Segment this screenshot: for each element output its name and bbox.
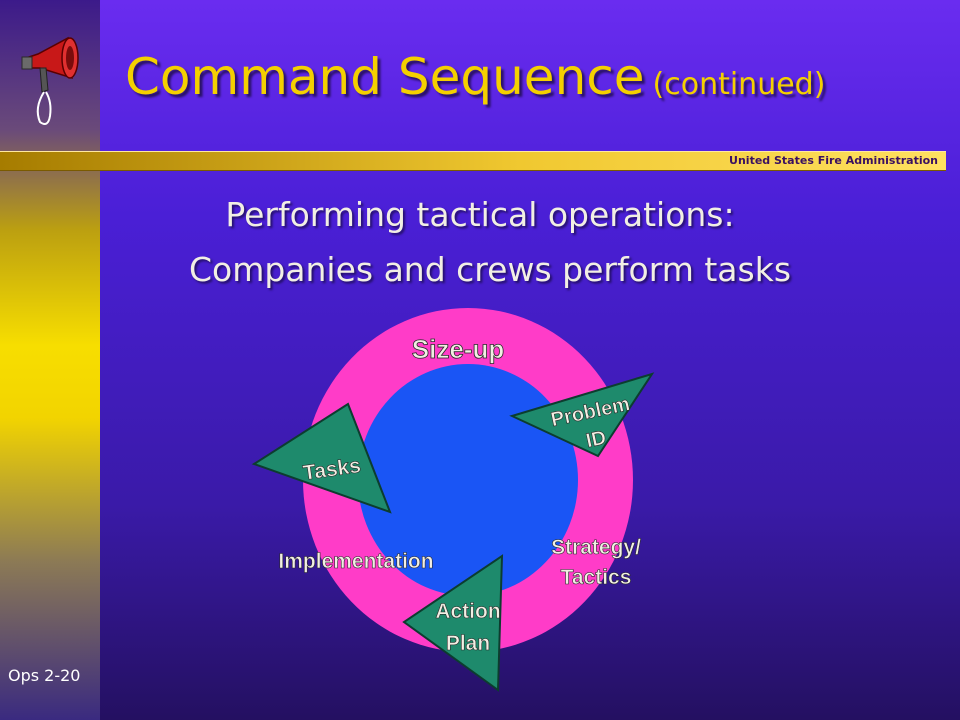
slide-title: Command Sequence(continued) — [125, 48, 825, 106]
title-main: Command Sequence — [125, 48, 645, 106]
label-strategy: Strategy/ — [551, 536, 641, 559]
label-plan: Plan — [446, 632, 490, 655]
label-id: ID — [584, 427, 608, 453]
label-size-up: Size-up — [412, 334, 504, 364]
label-tactics: Tactics — [561, 566, 632, 589]
megaphone-icon — [21, 36, 79, 125]
organization-banner: United States Fire Administration — [0, 151, 946, 171]
arrow-action — [402, 554, 504, 692]
body-line-2: Companies and crews perform tasks — [188, 250, 792, 289]
sidebar: Ops 2-20 — [0, 0, 100, 720]
arrow-problem — [509, 372, 655, 458]
body-line-1: Performing tactical operations: — [225, 195, 735, 234]
title-suffix: (continued) — [652, 67, 826, 102]
organization-name: United States Fire Administration — [729, 154, 938, 167]
page-number: Ops 2-20 — [8, 666, 81, 685]
arrow-tasks — [251, 402, 392, 514]
label-implementation: Implementation — [278, 550, 433, 573]
command-cycle-diagram: Size-up Problem ID Strategy/ Tactics Imp… — [251, 308, 655, 692]
label-action: Action — [435, 600, 500, 623]
